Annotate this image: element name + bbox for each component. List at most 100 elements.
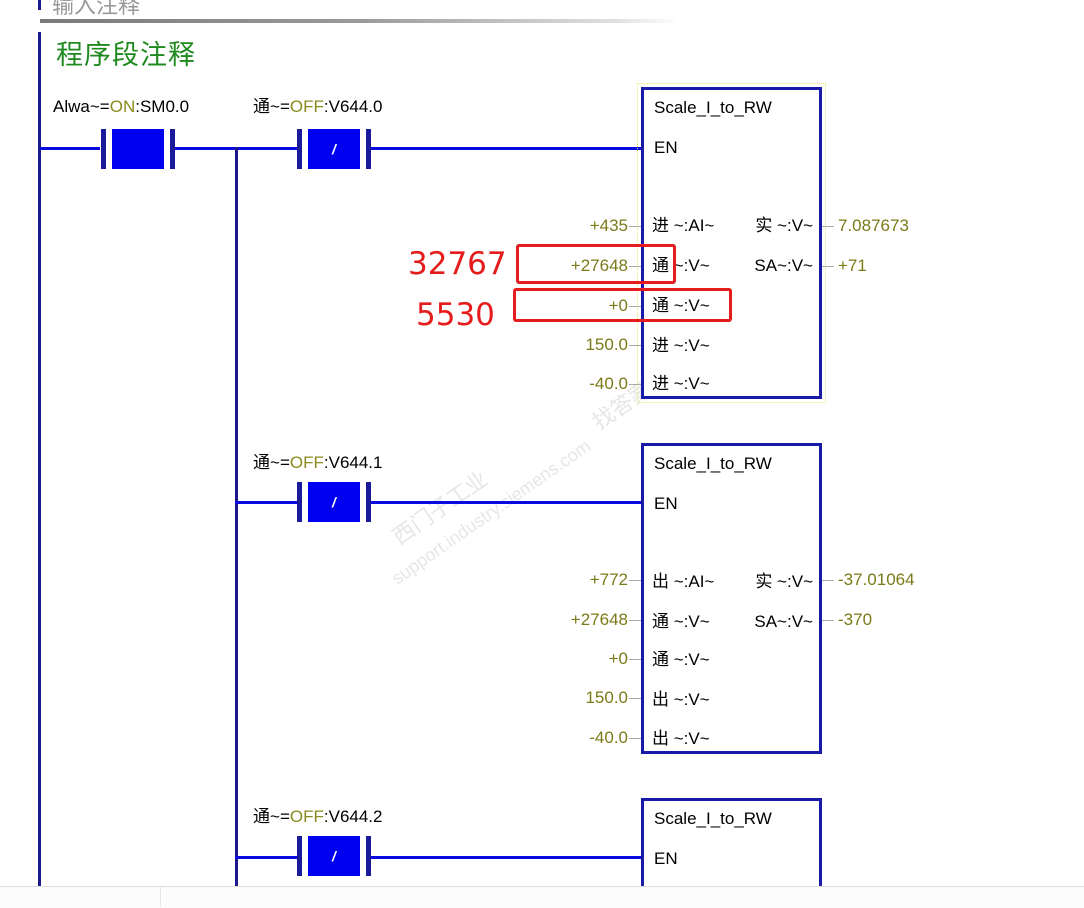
contact-sm0-0-no[interactable] bbox=[112, 129, 164, 169]
scale-block-1[interactable]: Scale_I_to_RW EN 进 ~:AI~ 通 ~:V~ 通 ~:V~ 进… bbox=[637, 83, 826, 403]
contact-bar-right bbox=[366, 129, 371, 169]
contact-label-v644-2: 通~=OFF:V644.2 bbox=[253, 807, 383, 827]
equals-sign: = bbox=[279, 453, 290, 472]
equals-sign: = bbox=[279, 97, 290, 116]
colon: : bbox=[323, 807, 329, 826]
contact-label-v644-0: 通~=OFF:V644.0 bbox=[253, 97, 383, 117]
contact-v644-1-nc[interactable]: / bbox=[308, 482, 360, 522]
pin-stub bbox=[822, 620, 834, 621]
colon: : bbox=[323, 97, 329, 116]
output-value[interactable]: 7.087673 bbox=[838, 216, 909, 235]
pin-stub bbox=[629, 580, 641, 581]
rung-wire bbox=[371, 147, 643, 150]
input-value[interactable]: +435 bbox=[589, 216, 628, 235]
contact-bar-left bbox=[297, 836, 302, 876]
en-pin-label: EN bbox=[654, 138, 678, 157]
input-pin-label: 进 ~:V~ bbox=[652, 374, 710, 393]
pin-stub bbox=[822, 266, 834, 267]
pin-stub bbox=[629, 620, 641, 621]
scale-block-3[interactable]: Scale_I_to_RW EN bbox=[641, 798, 822, 898]
input-pin-label: 进 ~:V~ bbox=[652, 336, 710, 355]
pin-stub bbox=[629, 226, 641, 227]
contact-address: SM0.0 bbox=[139, 97, 190, 116]
pin-stub bbox=[629, 659, 641, 660]
bottom-bar bbox=[0, 886, 1084, 908]
en-pin-label: EN bbox=[654, 849, 678, 868]
contact-bar-left bbox=[297, 482, 302, 522]
annotation-min-value: 5530 bbox=[416, 297, 495, 333]
output-pin-label: SA~:V~ bbox=[754, 256, 813, 275]
rung-wire bbox=[235, 856, 297, 859]
rung-wire bbox=[40, 147, 100, 150]
pin-stub bbox=[629, 345, 641, 346]
rung-wire bbox=[371, 856, 643, 859]
input-value[interactable]: +27648 bbox=[570, 610, 628, 629]
input-value[interactable]: +0 bbox=[608, 296, 628, 315]
output-pin-label: 实 ~:V~ bbox=[755, 216, 813, 235]
contact-bar-right bbox=[170, 129, 175, 169]
contact-state: OFF bbox=[289, 97, 324, 116]
output-pin-label: 实 ~:V~ bbox=[755, 572, 813, 591]
contact-state: OFF bbox=[289, 807, 324, 826]
equals-sign: = bbox=[99, 97, 110, 116]
pin-stub bbox=[822, 226, 834, 227]
input-pin-label: 通 ~:V~ bbox=[652, 296, 710, 315]
highlight-box-max bbox=[516, 244, 676, 284]
output-value[interactable]: -370 bbox=[838, 610, 873, 629]
contact-label-v644-1: 通~=OFF:V644.1 bbox=[253, 453, 383, 473]
input-value[interactable]: +27648 bbox=[570, 256, 628, 275]
contact-bar-left bbox=[101, 129, 106, 169]
contact-state: OFF bbox=[289, 453, 324, 472]
output-value[interactable]: -37.01064 bbox=[838, 570, 915, 589]
pin-stub bbox=[629, 384, 641, 385]
input-pin-label: 出 ~:AI~ bbox=[652, 572, 715, 591]
input-value[interactable]: +772 bbox=[589, 570, 628, 589]
block-title: Scale_I_to_RW bbox=[654, 98, 772, 117]
pin-stub bbox=[629, 306, 641, 307]
input-pin-label: 通 ~:V~ bbox=[652, 612, 710, 631]
contact-symbol: 通~ bbox=[253, 807, 280, 826]
equals-sign: = bbox=[279, 807, 290, 826]
input-pin-label: 进 ~:AI~ bbox=[652, 216, 715, 235]
output-value[interactable]: +71 bbox=[838, 256, 867, 275]
colon: : bbox=[323, 453, 329, 472]
contact-address: V644.0 bbox=[328, 97, 383, 116]
pin-stub bbox=[822, 580, 834, 581]
contact-symbol: Alwa~ bbox=[53, 97, 100, 116]
title-comment[interactable]: 输入注释 bbox=[52, 0, 141, 18]
network-comment[interactable]: 程序段注释 bbox=[56, 40, 196, 70]
rung-wire bbox=[371, 501, 643, 504]
left-power-rail-top bbox=[38, 0, 41, 10]
input-value[interactable]: +0 bbox=[608, 649, 628, 668]
en-pin-label: EN bbox=[654, 494, 678, 513]
left-power-rail bbox=[38, 32, 41, 887]
input-value[interactable]: 150.0 bbox=[585, 688, 628, 707]
bottom-bar-divider bbox=[160, 887, 161, 907]
input-value[interactable]: 150.0 bbox=[585, 335, 628, 354]
contact-state: ON bbox=[109, 97, 136, 116]
pin-stub bbox=[629, 698, 641, 699]
input-pin-label: 出 ~:V~ bbox=[652, 729, 710, 748]
block-title: Scale_I_to_RW bbox=[654, 809, 772, 828]
rung-wire bbox=[235, 501, 297, 504]
branch-bus bbox=[235, 147, 238, 887]
scale-block-2[interactable]: Scale_I_to_RW EN 出 ~:AI~ 通 ~:V~ 通 ~:V~ 出… bbox=[641, 443, 822, 754]
contact-v644-2-nc[interactable]: / bbox=[308, 836, 360, 876]
contact-symbol: 通~ bbox=[253, 97, 280, 116]
input-value[interactable]: -40.0 bbox=[589, 374, 628, 393]
contact-v644-0-nc[interactable]: / bbox=[308, 129, 360, 169]
contact-address: V644.2 bbox=[328, 807, 383, 826]
input-value[interactable]: -40.0 bbox=[589, 728, 628, 747]
output-pin-label: SA~:V~ bbox=[754, 612, 813, 631]
contact-bar-right bbox=[366, 836, 371, 876]
contact-bar-right bbox=[366, 482, 371, 522]
input-pin-label: 出 ~:V~ bbox=[652, 690, 710, 709]
network-separator bbox=[40, 19, 680, 23]
colon: : bbox=[135, 97, 140, 116]
input-pin-label: 通 ~:V~ bbox=[652, 256, 710, 275]
contact-label-sm0-0: Alwa~=ON:SM0.0 bbox=[53, 97, 189, 117]
contact-symbol: 通~ bbox=[253, 453, 280, 472]
annotation-max-value: 32767 bbox=[408, 246, 507, 282]
block-title: Scale_I_to_RW bbox=[654, 454, 772, 473]
contact-bar-left bbox=[297, 129, 302, 169]
